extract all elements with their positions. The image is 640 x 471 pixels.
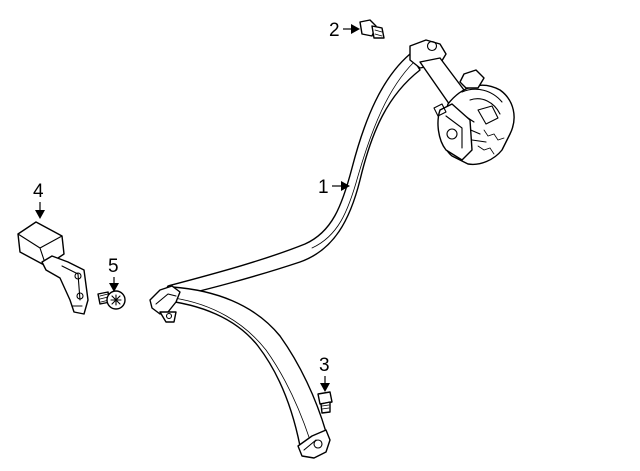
lower-anchor-plate (297, 429, 331, 459)
callout-2: 2 (329, 20, 360, 41)
seat-belt-buckle (17, 221, 89, 315)
callout-label-4: 4 (33, 181, 44, 202)
callout-label-5: 5 (108, 256, 119, 277)
callout-label-2: 2 (329, 20, 340, 41)
lower-belt-guide (149, 285, 181, 323)
callout-5: 5 (108, 256, 119, 292)
upper-anchor-bolt (359, 19, 385, 39)
seat-belt-webbing (159, 53, 421, 447)
callout-1: 1 (318, 177, 350, 198)
lower-anchor-bolt (317, 391, 333, 414)
callout-label-1: 1 (318, 177, 329, 198)
buckle-bolt (97, 290, 126, 310)
callout-3: 3 (319, 355, 330, 392)
retractor-assembly (409, 39, 515, 166)
callout-label-3: 3 (319, 355, 330, 376)
callout-4: 4 (33, 181, 45, 219)
